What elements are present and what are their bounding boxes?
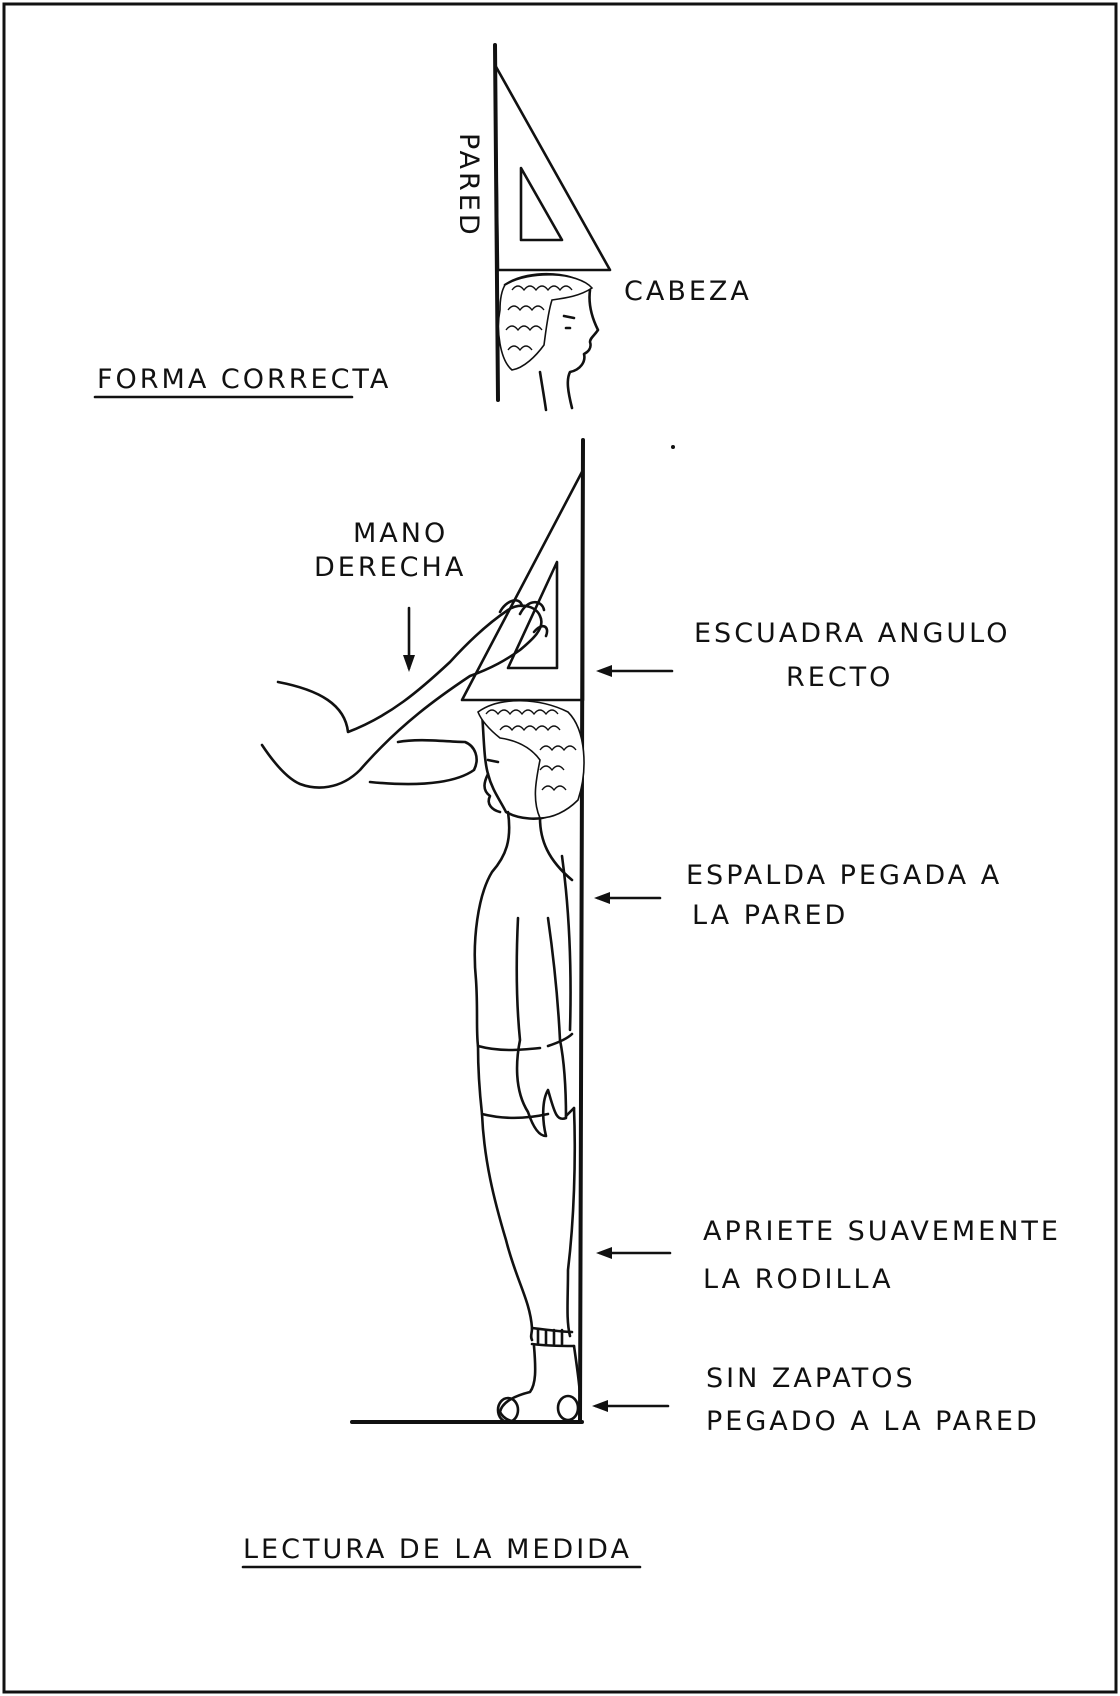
label-feet-line1: SIN ZAPATOS	[706, 1363, 916, 1394]
top-view-title: FORMA CORRECTA	[97, 364, 391, 395]
back-arrow	[594, 892, 660, 904]
head-profile-top	[499, 274, 599, 410]
feet-arrow	[592, 1400, 668, 1412]
leg-back	[568, 1108, 575, 1336]
label-wall: PARED	[453, 133, 484, 238]
left-arm	[370, 740, 477, 784]
right-hand-arrow	[403, 608, 415, 672]
right-arm	[262, 606, 541, 788]
correct-form-detail	[95, 45, 610, 410]
head-main	[478, 701, 584, 880]
label-back-line2: LA PARED	[692, 900, 848, 931]
label-right-hand-line2: DERECHA	[314, 552, 466, 583]
page-border	[4, 4, 1116, 1692]
main-figure	[243, 440, 675, 1567]
leg-front	[482, 1114, 532, 1340]
label-feet-line2: PEGADO A LA PARED	[706, 1406, 1040, 1437]
label-head: CABEZA	[624, 276, 752, 307]
label-knee-line1: APRIETE SUAVEMENTE	[703, 1216, 1061, 1247]
hanging-arm	[517, 918, 566, 1136]
set-square-top-cutout	[521, 168, 562, 240]
label-back-line1: ESPALDA PEGADA A	[686, 860, 1002, 891]
bottom-title: LECTURA DE LA MEDIDA	[243, 1534, 632, 1565]
label-square-line1: ESCUADRA ANGULO	[694, 618, 1010, 649]
set-square-main	[462, 470, 583, 700]
shorts	[478, 1034, 574, 1118]
label-knee-line2: LA RODILLA	[703, 1264, 894, 1295]
label-right-hand-line1: MANO	[353, 518, 448, 549]
label-square-line2: RECTO	[786, 662, 893, 693]
torso-back	[562, 856, 571, 1030]
feet	[500, 1346, 581, 1422]
square-arrow	[596, 665, 672, 677]
knee-arrow	[596, 1247, 670, 1259]
torso-front	[475, 812, 509, 1046]
